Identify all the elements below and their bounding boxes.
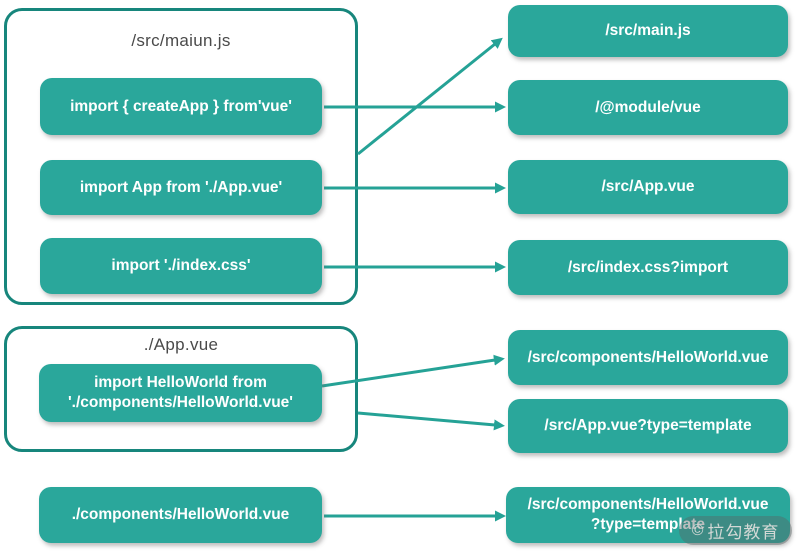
resolved-node-helloworld-template-line1: /src/components/HelloWorld.vue bbox=[527, 496, 769, 514]
watermark: © 拉勾教育 bbox=[679, 516, 792, 545]
edge-group-app-vue-to-template bbox=[357, 411, 505, 431]
watermark-text: 拉勾教育 bbox=[707, 523, 780, 542]
resolved-node-main-js: /src/main.js bbox=[508, 5, 788, 57]
source-node-import-createapp: import { createApp } from'vue' bbox=[40, 78, 322, 135]
source-node-helloworld-file: ./components/HelloWorld.vue bbox=[39, 487, 322, 543]
watermark-logo-icon: © bbox=[691, 521, 705, 539]
resolved-node-helloworld-template: /src/components/HelloWorld.vue ?type=tem… bbox=[506, 487, 790, 543]
resolved-node-module-vue: /@module/vue bbox=[508, 80, 788, 135]
source-node-import-app: import App from './App.vue' bbox=[40, 160, 322, 215]
resolved-node-src-app-vue: /src/App.vue bbox=[508, 160, 788, 214]
resolved-node-app-vue-template: /src/App.vue?type=template bbox=[508, 399, 788, 453]
group-app-vue-title: ./App.vue bbox=[143, 335, 219, 354]
group-src-maiun-js-title: /src/maiun.js bbox=[131, 31, 231, 50]
edge-group-maiun-to-main-js bbox=[357, 37, 503, 156]
source-node-import-index-css: import './index.css' bbox=[40, 238, 322, 294]
source-node-import-helloworld-line2: './components/HelloWorld.vue' bbox=[68, 394, 293, 411]
resolved-node-helloworld-vue: /src/components/HelloWorld.vue bbox=[508, 330, 788, 385]
source-node-import-helloworld-line1: import HelloWorld from bbox=[94, 374, 267, 392]
resolved-node-helloworld-template-line2: ?type=template bbox=[590, 516, 706, 533]
resolved-node-index-css-import: /src/index.css?import bbox=[508, 240, 788, 295]
source-node-import-helloworld: import HelloWorld from './components/Hel… bbox=[39, 364, 322, 422]
